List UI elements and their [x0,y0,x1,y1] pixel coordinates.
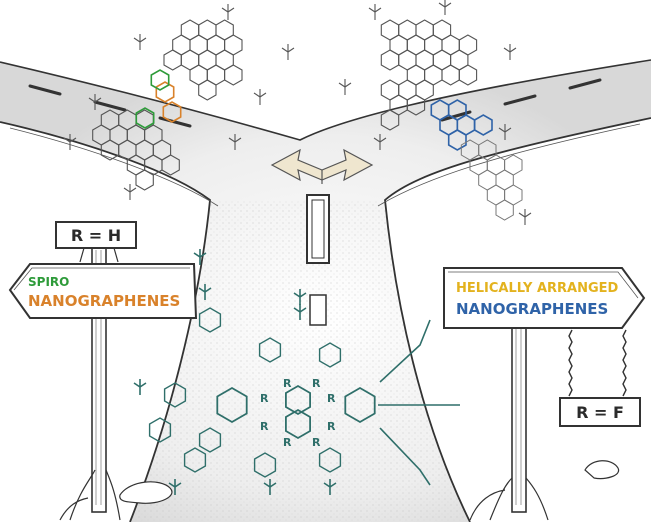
spiro-nanographene-structure [63,4,295,200]
spiro-ring [155,81,175,103]
aryl-ring [198,427,222,453]
spiro-ring [135,107,155,129]
tert-butyl-group [133,34,147,50]
central-ring [344,386,376,424]
sign-spiro-line2: NANOGRAPHENES [28,292,180,310]
tert-butyl-group [221,4,235,20]
fork-arrow [270,148,374,184]
tert-butyl-group [228,134,242,150]
ring [473,114,493,136]
tert-butyl-group [193,249,207,265]
r-substituent-labels: R R R R R R R R [260,377,336,449]
tert-butyl-group [518,209,532,225]
sign-spiro-line1: SPIRO [28,275,69,289]
aryl-ring [163,382,187,408]
tert-butyl-group [293,289,307,305]
sign-r-equals-f-label: R = F [576,403,624,422]
tert-butyl-group [168,479,182,495]
ring [441,64,460,86]
ring [458,64,478,86]
spiro-ring [162,101,182,123]
r-label: R [260,392,269,405]
r-label: R [260,420,269,433]
tert-butyl-group [281,44,295,60]
tert-butyl-group [373,134,387,150]
aryl-ring [318,447,342,473]
right-signpost [469,299,627,521]
r-label: R [327,420,336,433]
helical-nanographene-structure [338,0,532,225]
ring [163,49,182,71]
tert-butyl-group [263,479,277,495]
tert-butyl-group [323,479,337,495]
r-label: R [312,436,321,449]
ring [224,64,243,86]
aryl-ring [198,307,222,333]
tert-butyl-group [63,134,77,150]
aryl-ring [253,452,277,478]
tert-butyl-group [133,379,147,395]
aryl-ring [318,342,342,368]
r-label: R [283,377,292,390]
ring [406,94,426,116]
sign-spiro-nanographenes: SPIRO NANOGRAPHENES [8,263,198,319]
tert-butyl-group [88,94,102,110]
ring [161,154,180,176]
core-ring [285,408,311,440]
tert-butyl-group [338,79,352,95]
sign-helically-arranged-nanographenes: HELICALLY ARRANGED NANOGRAPHENES [443,267,646,329]
r-label: R [327,392,336,405]
r-label: R [283,436,292,449]
ring [135,169,154,191]
tert-butyl-group [198,284,212,300]
aryl-ring [183,447,207,473]
central-molecule-structure [133,249,460,495]
sign-helical-line1: HELICALLY ARRANGED [456,281,619,296]
tert-butyl-group [253,89,267,105]
core-ring [285,384,311,416]
sign-helical-line2: NANOGRAPHENES [456,300,608,318]
ring [495,199,514,221]
tert-butyl-group [123,184,137,200]
r-label: R [312,377,321,390]
spiro-ring [150,69,170,91]
tert-butyl-group [368,4,382,20]
sign-r-equals-f: R = F [559,397,641,427]
rocks [119,460,620,504]
aryl-ring [148,417,172,443]
tert-butyl-group [498,124,512,140]
sign-r-equals-h-label: R = H [71,226,121,245]
ring [198,79,217,101]
alkyne-arms [378,319,460,486]
ring [447,129,467,151]
sign-r-equals-h: R = H [55,221,137,249]
road-junction [0,59,651,522]
ring [380,49,400,71]
tert-butyl-group [438,0,452,15]
tert-butyl-group [503,44,517,60]
aryl-ring [258,337,282,363]
central-ring [216,386,248,424]
tert-butyl-group [293,304,307,320]
ring [380,109,400,131]
